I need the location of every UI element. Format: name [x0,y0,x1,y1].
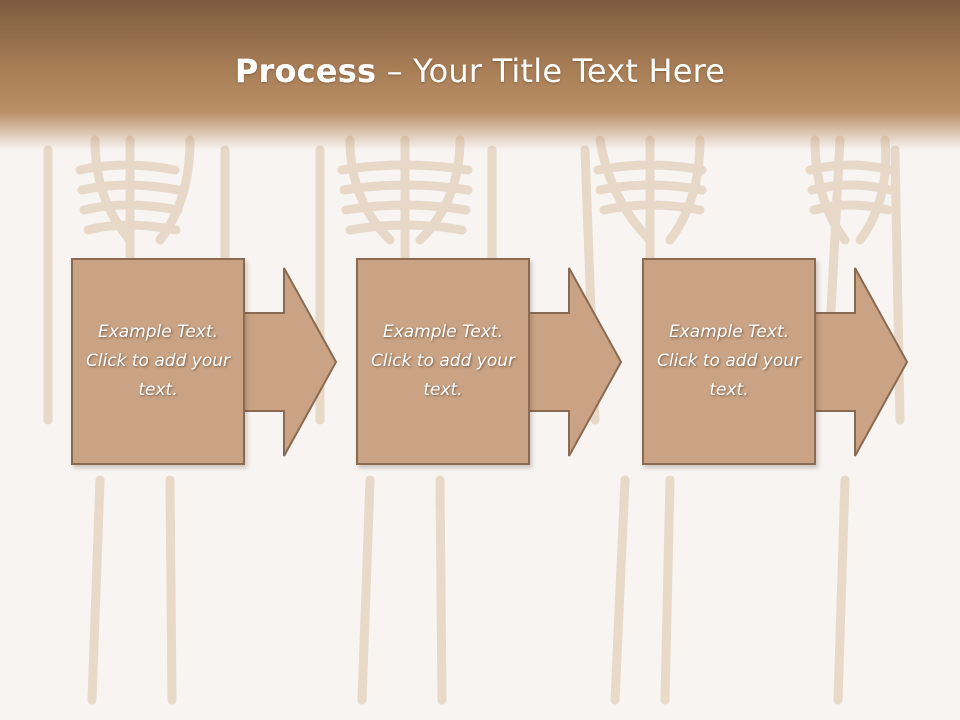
title-bold-part: Process [234,52,377,90]
process-step-box[interactable]: Example Text. Click to add your text. [642,258,816,465]
process-step-text[interactable]: Example Text. Click to add your text. [370,322,515,400]
skeleton-figure [315,135,497,705]
process-step-text[interactable]: Example Text. Click to add your text. [85,322,230,400]
process-step-3: Example Text. Click to add your text. [642,258,912,468]
arrow-shape [240,267,338,457]
arrow-shape [811,267,909,457]
process-step-text[interactable]: Example Text. Click to add your text. [656,322,801,400]
slide-title[interactable]: Process – Your Title Text Here [0,52,960,90]
process-step-1: Example Text. Click to add your text. [71,258,341,468]
arrow-shape [525,267,623,457]
process-step-box[interactable]: Example Text. Click to add your text. [356,258,530,465]
title-bar [0,0,960,150]
process-step-box[interactable]: Example Text. Click to add your text. [71,258,245,465]
process-step-2: Example Text. Click to add your text. [356,258,626,468]
title-rest-part: – Your Title Text Here [376,52,726,90]
